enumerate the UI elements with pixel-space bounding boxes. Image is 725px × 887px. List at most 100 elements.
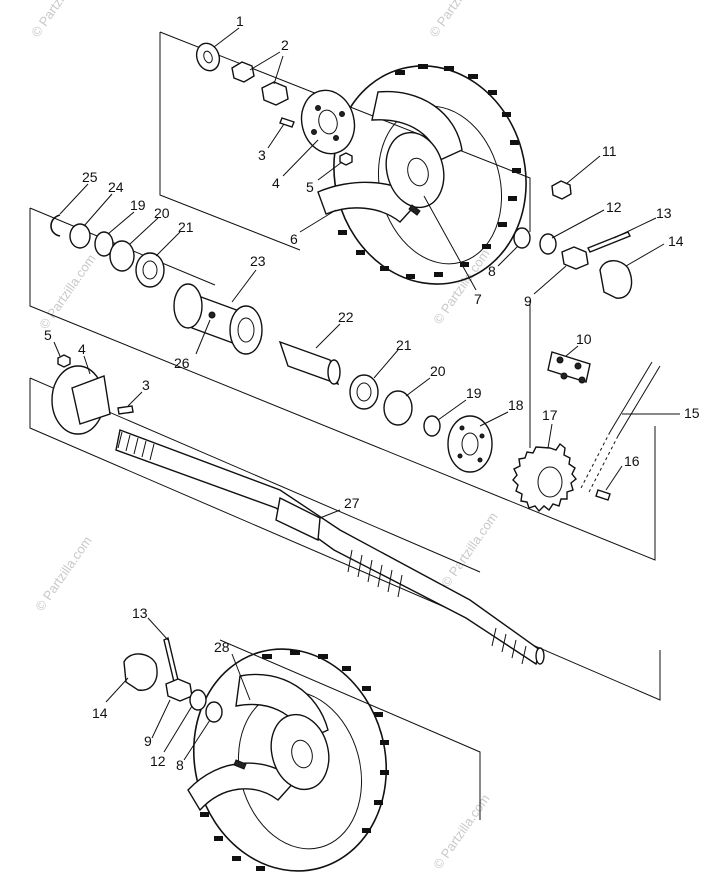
hub-stud-hole <box>333 135 339 141</box>
leader <box>613 217 657 239</box>
bearing-21-right <box>349 374 379 410</box>
leader <box>59 183 89 215</box>
axle-end <box>535 647 545 665</box>
washer-12 <box>539 233 557 255</box>
leader <box>479 411 509 427</box>
castle-nut-9-lower <box>165 678 193 702</box>
callout-19: 19 <box>466 385 482 401</box>
upper-rim-center <box>385 131 445 209</box>
sprocket-parts <box>447 351 661 513</box>
callout-18: 18 <box>508 397 524 413</box>
leader <box>163 705 193 753</box>
leader <box>405 377 431 397</box>
watermark: © Partzilla.com <box>438 509 501 589</box>
seal-19-left <box>94 231 114 257</box>
callout-20: 20 <box>154 205 170 221</box>
hub-stud-hole <box>315 105 321 111</box>
washer-12-lower <box>189 689 207 711</box>
leader <box>151 699 171 739</box>
watermark: © Partzilla.com <box>430 791 493 871</box>
rear-axle-27 <box>115 429 545 666</box>
leader <box>83 193 113 227</box>
leader <box>267 123 285 149</box>
watermark: © Partzilla.com <box>426 0 489 40</box>
callout-16: 16 <box>624 453 640 469</box>
leader <box>183 719 211 761</box>
callout-3: 3 <box>258 147 266 163</box>
hub-plate-4 <box>300 89 356 155</box>
leader <box>299 209 337 233</box>
chain-strand <box>587 435 619 495</box>
leader <box>565 155 601 185</box>
leader <box>605 465 623 491</box>
watermark: © Partzilla.com <box>28 0 91 40</box>
leader <box>625 243 665 267</box>
leader <box>129 217 159 245</box>
upper-rim-bore <box>407 157 429 187</box>
chain-15 <box>579 361 661 495</box>
axle-shaft <box>115 429 541 666</box>
bearing-21-left <box>135 252 165 288</box>
hub-bolt-hole <box>479 433 485 439</box>
leader <box>547 423 553 449</box>
bearing-21-right-bore <box>356 382 372 402</box>
leader <box>282 139 319 177</box>
callout-24: 24 <box>108 179 124 195</box>
callout-20: 20 <box>430 363 446 379</box>
housing-flange-left <box>173 283 203 329</box>
axle-splines-middle <box>347 549 403 598</box>
hub-bolt-hole <box>457 453 463 459</box>
callout-28: 28 <box>214 639 230 655</box>
leader <box>497 245 519 267</box>
lower-wheel-assembly <box>123 636 389 872</box>
leader <box>437 399 467 421</box>
callout-15: 15 <box>684 405 700 421</box>
sprocket-hub-18-bore <box>461 432 479 456</box>
seal-20-left <box>109 240 135 272</box>
leader <box>315 323 341 349</box>
callout-14: 14 <box>92 705 108 721</box>
lower-wheel-frame <box>219 639 481 820</box>
callout-10: 10 <box>576 331 592 347</box>
leader <box>551 209 605 239</box>
washer-8 <box>513 227 531 249</box>
nut-2b <box>261 81 289 106</box>
plate-nut <box>560 372 568 380</box>
callout-9: 9 <box>524 293 532 309</box>
bolt-3 <box>279 117 295 128</box>
washer-1-hole <box>203 50 213 64</box>
sprocket-17-bore <box>537 466 563 498</box>
housing-flange-right-bore <box>237 317 255 343</box>
upper-valve-stem <box>408 204 421 216</box>
seal-20-right <box>383 390 413 426</box>
leader <box>107 211 135 235</box>
leader <box>565 345 579 357</box>
castle-nut-9 <box>561 246 589 270</box>
chain-strand <box>617 365 661 437</box>
cotter-pin-13 <box>587 231 631 253</box>
upper-rim-half-inner <box>371 90 463 161</box>
leader <box>373 349 399 379</box>
hub-section-parts <box>50 214 441 437</box>
lower-valve-stem <box>233 759 247 770</box>
callout-12: 12 <box>150 753 166 769</box>
leader <box>53 341 61 357</box>
chain-strand <box>579 431 611 491</box>
leader <box>127 391 143 407</box>
upper-hub-parts <box>195 42 356 166</box>
cap-14 <box>599 260 633 299</box>
lower-rim-bore <box>291 739 313 769</box>
nut-2a <box>231 61 255 83</box>
cotter-pin-13-lower <box>163 636 179 684</box>
bearing-21-left-bore <box>142 260 158 280</box>
hub-bolt-hole <box>477 457 483 463</box>
leader <box>155 231 181 257</box>
callout-25: 25 <box>82 169 98 185</box>
callout-4: 4 <box>272 175 280 191</box>
plate-nut <box>574 362 582 370</box>
leader <box>213 27 240 48</box>
sprocket-17 <box>512 442 577 513</box>
leader <box>423 195 477 291</box>
hub-boss <box>71 375 111 425</box>
leader <box>533 265 567 295</box>
